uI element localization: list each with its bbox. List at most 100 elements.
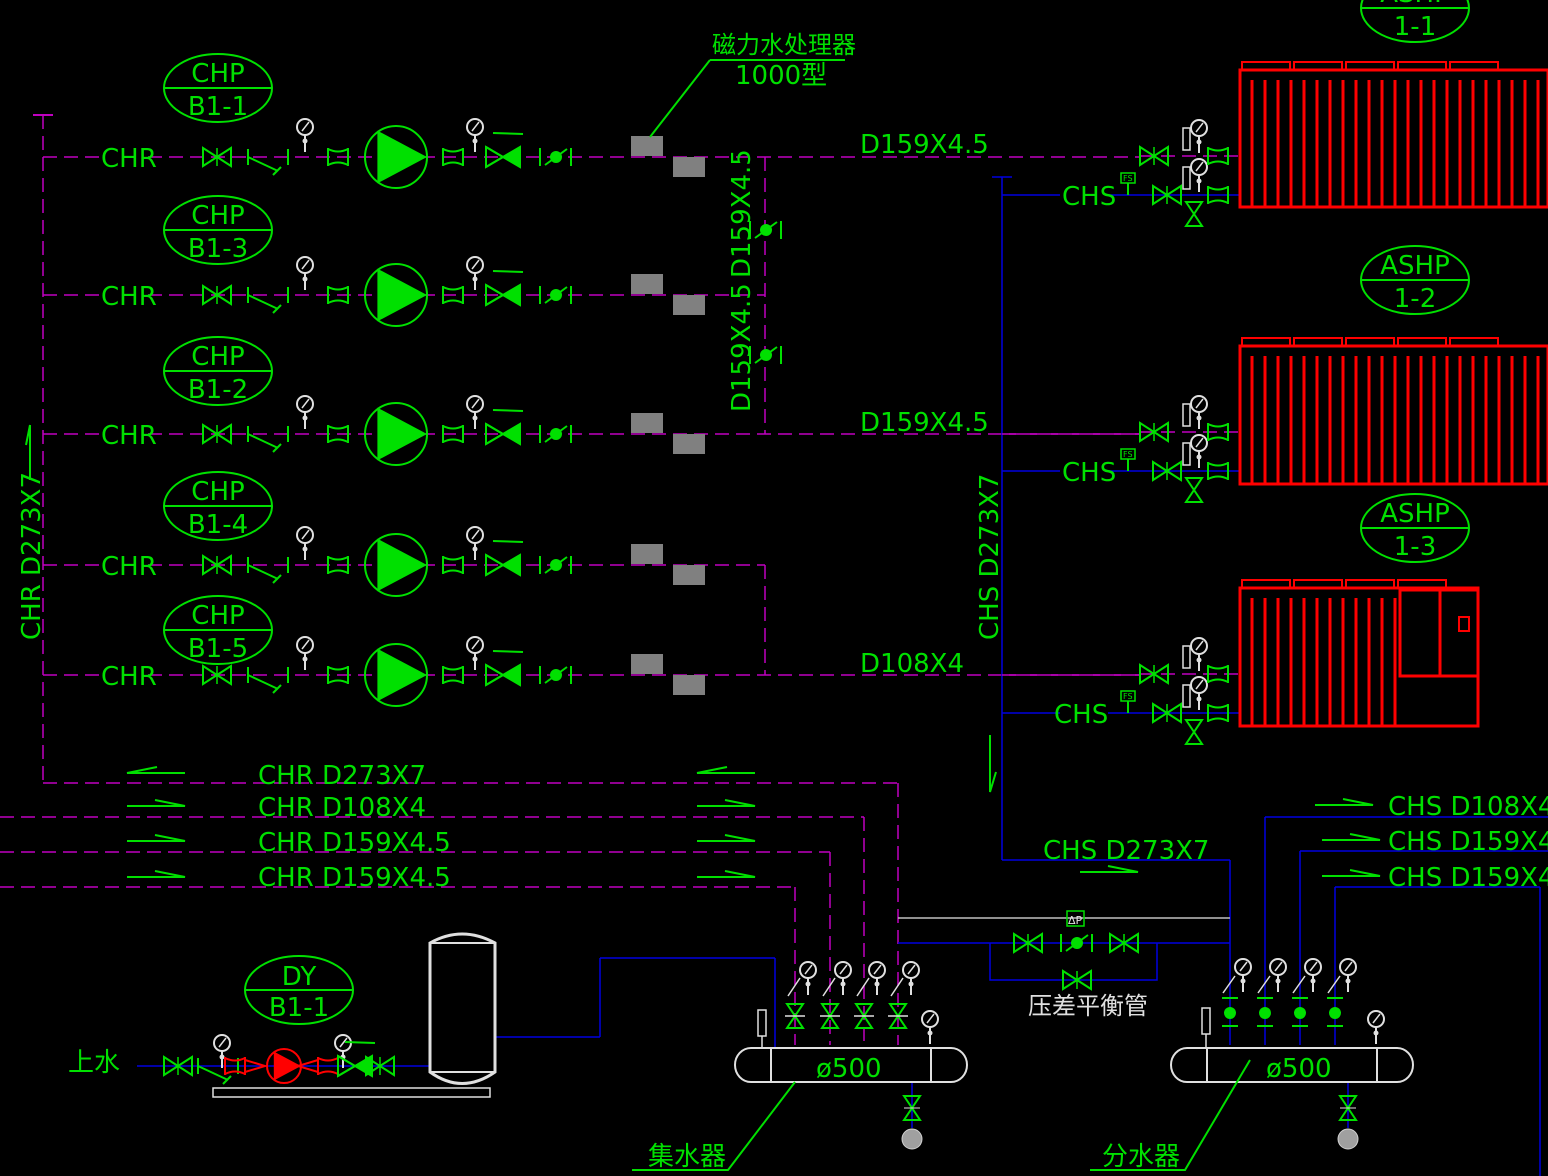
equipment-base: [212, 1087, 491, 1098]
pipe-label-chs: CHS: [1062, 458, 1116, 488]
valve-stem: [544, 286, 568, 304]
flow-arrow-icon: [989, 735, 997, 793]
gauge-needle: [471, 529, 480, 540]
strainer-icon: [247, 156, 279, 172]
fan-module: [1241, 337, 1291, 347]
thermometer-icon: [757, 1009, 767, 1037]
label-bg: [99, 281, 145, 309]
gauge-cock: [1275, 978, 1281, 984]
pump-triangle: [377, 648, 427, 702]
flow-arrow-icon: [127, 870, 186, 878]
gate-valve-icon: [202, 423, 232, 445]
leader-line: [649, 59, 711, 138]
strainer-icon: [197, 1065, 229, 1081]
gauge-needle: [1195, 640, 1204, 651]
gate-valve-icon: [1062, 969, 1092, 991]
makeup-inlet-label: 上水: [68, 1048, 120, 1078]
gauge-cock: [302, 415, 308, 421]
flow-arrow-icon: [696, 766, 755, 774]
therm-stem: [1222, 975, 1236, 994]
flow-arrow-icon: [1322, 833, 1381, 841]
gauge-cock: [472, 415, 478, 421]
balancing-valve-icon: [1224, 1007, 1236, 1019]
heat-pump-tag-1-top: ASHP: [1380, 251, 1450, 281]
gauge-needle: [471, 398, 480, 409]
flex-joint-icon: [1207, 423, 1229, 441]
gauge-cock: [1373, 1030, 1379, 1036]
gauge-needle: [1344, 961, 1353, 972]
gauge-needle: [804, 964, 813, 975]
check-valve-fill: [355, 1056, 372, 1076]
heat-pump-tag-2-top: ASHP: [1380, 499, 1450, 529]
gate-valve-icon: [888, 1003, 908, 1029]
gauge-needle: [471, 259, 480, 270]
label-bg: [1060, 181, 1108, 209]
pipework: [0, 114, 1548, 1176]
collector-label: 集水器: [648, 1142, 726, 1172]
water-treatment-icon: [631, 274, 663, 294]
return-header-3: CHR D159X4.5: [258, 828, 451, 858]
flex-joint-icon: [327, 286, 349, 304]
water-treatment-icon: [631, 544, 663, 564]
flex-joint-icon: [1207, 462, 1229, 480]
flex-joint-icon: [442, 666, 464, 684]
gauge-cock: [1196, 454, 1202, 460]
gauge-cock: [1345, 978, 1351, 984]
supply-header-1: CHS D108X4: [1388, 792, 1548, 822]
flow-switch-label: FS: [1123, 450, 1133, 459]
gauge-cock: [1196, 657, 1202, 663]
flow-arrow-icon: [127, 799, 186, 807]
gate-valve-icon: [854, 1003, 874, 1029]
chs-bottom-label: CHS D273X7: [1043, 836, 1209, 866]
label-bg: [1060, 457, 1108, 485]
treatment-label-2: 1000型: [735, 61, 827, 91]
therm-stem: [890, 977, 904, 997]
flow-arrow-icon: [127, 834, 186, 842]
pipe-label-chr: CHR: [101, 421, 157, 451]
pump-tag-3-bottom: B1-4: [188, 510, 248, 540]
thermometer-icon: [1182, 684, 1191, 708]
makeup-tag-bottom: B1-1: [269, 993, 329, 1023]
gauge-cock: [908, 981, 914, 987]
gauge-cock: [1240, 978, 1246, 984]
strainer-icon: [247, 564, 279, 580]
drain-funnel-icon: [1337, 1128, 1359, 1150]
gauge-needle: [339, 1037, 348, 1048]
pump-tag-0-top: CHP: [191, 59, 244, 89]
gauge-needle: [471, 639, 480, 650]
flow-mark: [492, 270, 524, 273]
heat-pump-tag-0-top: ASHP: [1380, 0, 1450, 9]
gauge-needle: [1239, 961, 1248, 972]
fan-module: [1449, 337, 1499, 347]
flow-arrow-icon: [697, 799, 756, 807]
therm-stem: [1292, 975, 1306, 994]
pump-tag-3-top: CHP: [191, 477, 244, 507]
pump-triangle: [273, 1051, 301, 1081]
gate-valve-icon: [1184, 477, 1204, 503]
check-valve-fill: [503, 665, 520, 685]
balancing-valve-icon: [1294, 1007, 1306, 1019]
fan-module: [1241, 61, 1291, 71]
water-treatment-icon: [673, 295, 705, 315]
gauge-cock: [1196, 415, 1202, 421]
gauge-needle: [1195, 398, 1204, 409]
fan-module: [1293, 579, 1343, 589]
flow-mark: [492, 650, 524, 653]
gate-valve-icon: [785, 1003, 805, 1029]
gauge-needle: [301, 398, 310, 409]
heat-pump-tag-2-bottom: 1-3: [1394, 532, 1436, 562]
thermometer-icon: [1182, 645, 1191, 669]
balancing-valve-icon: [1259, 1007, 1271, 1019]
thermometer-icon: [1201, 1007, 1211, 1035]
heat-pump-tag-1-bottom: 1-2: [1394, 284, 1436, 314]
flex-joint-icon: [1207, 704, 1229, 722]
therm-stem: [787, 977, 801, 997]
gate-valve-icon: [202, 146, 232, 168]
dp-sensor-icon: [1066, 910, 1085, 927]
collector-vessel: [734, 1047, 968, 1083]
valve-stem: [544, 425, 568, 443]
panel-handle: [1458, 616, 1470, 632]
water-treatment-icon: [673, 565, 705, 585]
gate-valve-icon: [1139, 663, 1169, 685]
